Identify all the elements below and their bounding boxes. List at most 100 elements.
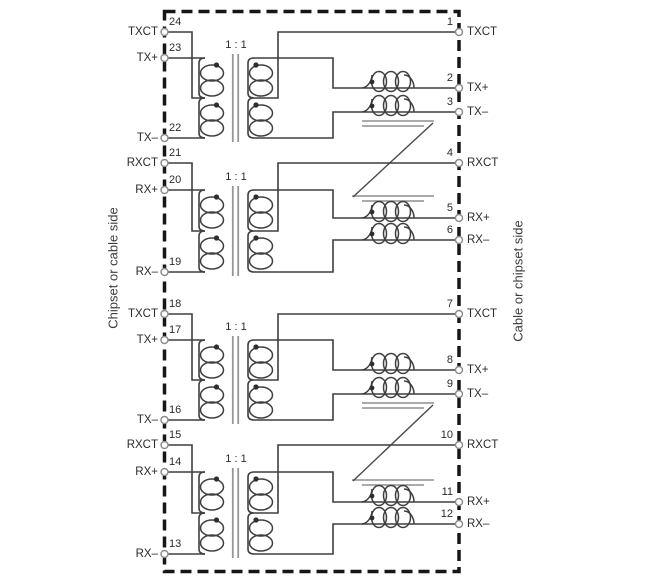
pin-left-18: [160, 309, 169, 319]
pin-left-13: [160, 549, 169, 559]
pin-label-right-10: RXCT: [467, 439, 499, 451]
pin-number-left-18: 18: [169, 298, 182, 310]
pin-left-15: [160, 440, 169, 450]
pin-number-right-2: 2: [446, 72, 453, 84]
winding-polarity-dots: [213, 62, 259, 523]
pin-number-right-4: 4: [446, 147, 453, 159]
pin-number-right-10: 10: [440, 429, 453, 441]
choke-core-rx2: [352, 479, 434, 486]
pin-left-19: [160, 267, 169, 277]
winding-brackets-4: [198, 471, 255, 555]
pin-label-left-21: RXCT: [126, 157, 158, 169]
pin-number-left-23: 23: [169, 42, 182, 54]
winding-brackets-3: [198, 339, 255, 421]
core-1: [231, 54, 240, 142]
pin-label-right-11: RX+: [467, 496, 490, 508]
pin-number-left-22: 22: [169, 122, 182, 134]
core-2: [231, 186, 240, 276]
pin-right-8: [454, 365, 464, 375]
core-3: [231, 336, 240, 424]
pin-label-left-24: TXCT: [127, 26, 158, 38]
transformer-ratio-label-2: 1 : 1: [225, 171, 247, 183]
pin-number-right-7: 7: [446, 298, 453, 310]
pin-label-right-1: TXCT: [467, 26, 498, 38]
pin-left-23: [160, 53, 169, 63]
pin-left-17: [160, 335, 169, 345]
pin-right-6: [454, 235, 464, 245]
core-4: [231, 468, 240, 558]
pin-label-left-22: TX–: [136, 132, 158, 144]
pin-left-21: [160, 158, 169, 168]
right-side-caption: Cable or chipset side: [510, 220, 526, 342]
pin-label-left-15: RXCT: [126, 439, 158, 451]
choke-rx2-plus: [361, 484, 415, 507]
choke-tx1-minus: [361, 94, 415, 117]
choke-rx2-minus: [361, 506, 415, 529]
pin-number-left-13: 13: [169, 538, 182, 550]
wires-block-3: [165, 313, 459, 421]
pin-label-right-8: TX+: [467, 364, 489, 376]
transformer-cores: [231, 54, 240, 558]
transformer-windings: [198, 57, 274, 555]
pin-number-right-3: 3: [446, 96, 453, 108]
pin-label-left-13: RX–: [135, 548, 158, 560]
pin-number-right-8: 8: [446, 354, 453, 366]
wires-block-2: [165, 162, 459, 273]
winding-brackets-1: [198, 57, 255, 139]
pin-number-left-17: 17: [169, 324, 182, 336]
core-link-diagonal-2: [352, 404, 434, 482]
choke-core-tx1: [362, 120, 434, 127]
pin-label-left-14: RX+: [135, 466, 158, 478]
pin-right-3: [454, 107, 464, 117]
pin-right-10: [454, 440, 464, 450]
pin-number-right-11: 11: [441, 486, 453, 498]
pin-left-20: [160, 185, 169, 195]
pin-label-right-4: RXCT: [467, 157, 499, 169]
pin-number-right-6: 6: [446, 224, 453, 236]
pin-number-left-16: 16: [169, 404, 182, 416]
pin-label-right-9: TX–: [467, 388, 489, 400]
common-mode-chokes: [361, 70, 415, 529]
pin-right-7: [454, 309, 464, 319]
pin-number-right-1: 1: [446, 16, 453, 28]
pin-label-right-5: RX+: [467, 212, 490, 224]
transformer-ratio-label-1: 1 : 1: [225, 39, 247, 51]
wires-block-1: [165, 31, 459, 139]
choke-rx1-plus: [361, 200, 415, 223]
pin-right-4: [454, 158, 464, 168]
pin-label-right-7: TXCT: [467, 308, 498, 320]
choke-tx2-plus: [361, 352, 415, 375]
pin-number-right-9: 9: [446, 378, 453, 390]
choke-tx1-plus: [361, 70, 415, 93]
wires-block-4: [165, 444, 459, 555]
pin-label-left-18: TXCT: [127, 308, 158, 320]
pin-label-right-6: RX–: [467, 234, 490, 246]
pin-label-right-12: RX–: [467, 518, 490, 530]
pin-left-14: [160, 467, 169, 477]
choke-core-links: [352, 120, 434, 486]
pin-label-left-17: TX+: [136, 334, 158, 346]
pin-label-right-3: TX–: [467, 106, 489, 118]
winding-loops: [199, 64, 274, 552]
core-link-diagonal-1: [352, 122, 434, 198]
choke-tx2-minus: [361, 376, 415, 399]
choke-rx1-minus: [361, 222, 415, 245]
wires: [165, 31, 459, 555]
pin-number-left-24: 24: [169, 16, 182, 28]
transformer-ratio-label-3: 1 : 1: [225, 321, 247, 333]
pin-right-11: [454, 497, 464, 507]
pin-label-left-16: TX–: [136, 414, 158, 426]
pin-number-left-14: 14: [169, 456, 182, 468]
pin-number-left-21: 21: [169, 147, 182, 159]
pin-right-9: [454, 389, 464, 399]
winding-brackets-2: [198, 189, 255, 273]
pin-left-24: [160, 27, 169, 37]
pin-right-12: [454, 519, 464, 529]
module-outline: [162, 9, 461, 574]
left-side-caption: Chipset or cable side: [105, 207, 121, 329]
choke-core-rx1: [352, 195, 434, 202]
transformer-ratio-label-4: 1 : 1: [225, 453, 247, 465]
pin-right-1: [454, 27, 464, 37]
